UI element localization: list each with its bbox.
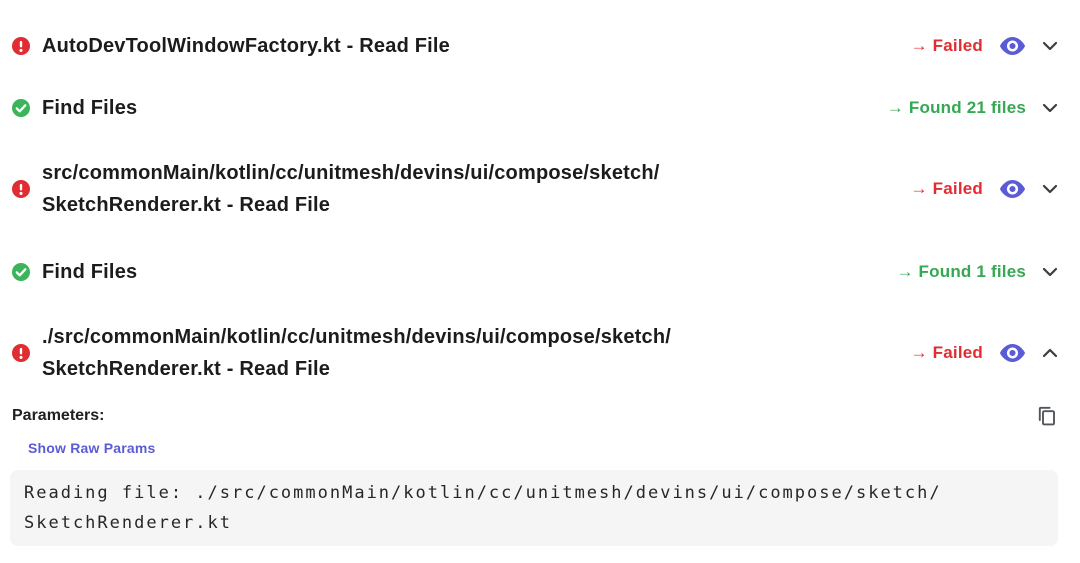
chevron-down-icon[interactable] [1042,41,1058,51]
tool-call-row-find-files-1[interactable]: Find Files → Found 21 files [12,92,1058,124]
status-text-failed: → Failed [910,36,983,55]
check-circle-icon [12,99,30,117]
eye-icon[interactable] [999,179,1026,199]
parameters-label: Parameters: [12,407,105,424]
eye-icon[interactable] [999,36,1026,56]
status-text-failed: → Failed [910,179,983,198]
chevron-down-icon[interactable] [1042,267,1058,277]
tool-call-row-find-files-2[interactable]: Find Files → Found 1 files [12,256,1058,288]
chevron-down-icon[interactable] [1042,184,1058,194]
error-circle-icon [12,180,30,198]
copy-icon[interactable] [1036,405,1058,427]
eye-icon[interactable] [999,343,1026,363]
parameters-code-block: Reading file: ./src/commonMain/kotlin/cc… [10,470,1058,546]
status-text-found: → Found 1 files [896,262,1026,281]
parameters-header: Parameters: [12,405,1058,427]
chevron-up-icon[interactable] [1042,348,1058,358]
tool-call-title: src/commonMain/kotlin/cc/unitmesh/devins… [42,162,660,216]
tool-call-details-panel: Parameters: Show Raw Params Reading file… [10,405,1058,546]
error-circle-icon [12,344,30,362]
tool-call-title: Find Files [42,97,138,119]
tool-call-title: AutoDevToolWindowFactory.kt - Read File [42,35,451,57]
check-circle-icon [12,263,30,281]
tool-call-title: Find Files [42,261,138,283]
tool-call-row-read-file-2[interactable]: src/commonMain/kotlin/cc/unitmesh/devins… [12,157,1058,221]
tool-call-row-read-file-3[interactable]: ./src/commonMain/kotlin/cc/unitmesh/devi… [12,321,1058,385]
chevron-down-icon[interactable] [1042,103,1058,113]
tool-call-title: ./src/commonMain/kotlin/cc/unitmesh/devi… [42,326,672,380]
status-text-failed: → Failed [910,343,983,362]
error-circle-icon [12,37,30,55]
status-text-found: → Found 21 files [886,98,1026,117]
tool-call-row-read-file-1[interactable]: AutoDevToolWindowFactory.kt - Read File … [12,30,1058,62]
show-raw-params-link[interactable]: Show Raw Params [28,440,156,456]
